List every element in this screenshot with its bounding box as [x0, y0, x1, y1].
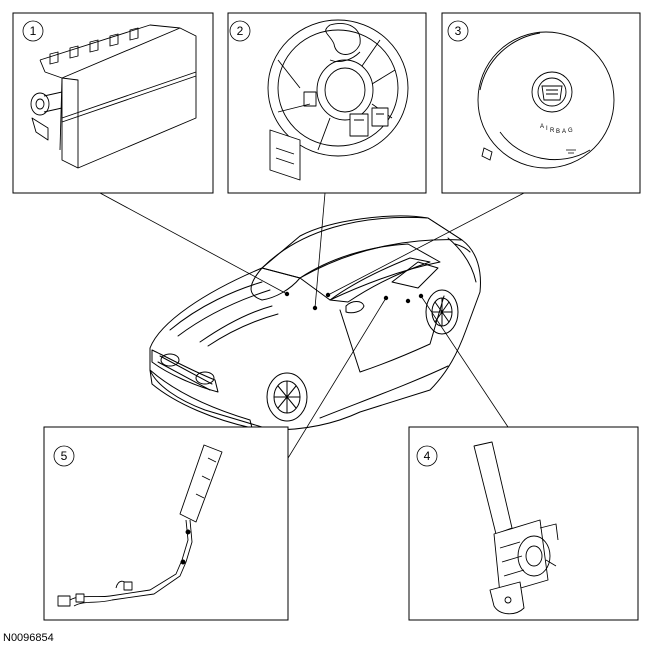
- vehicle-roof: [261, 216, 463, 279]
- vehicle-grille: [151, 349, 219, 393]
- callout-badge-2: [229, 20, 251, 42]
- callout-number-4: 4: [424, 449, 431, 463]
- panel-1: 1: [12, 12, 214, 194]
- callout-number-1: 1: [30, 24, 37, 38]
- svg-text:A: A: [562, 129, 566, 135]
- svg-text:I: I: [546, 126, 548, 132]
- vehicle-windshield: [250, 267, 301, 301]
- panel-2: 2: [227, 12, 427, 194]
- vehicle-body-outline: [149, 215, 481, 431]
- location-dot-3: [325, 292, 331, 298]
- vehicle-rear-wheel: [425, 289, 459, 335]
- svg-text:B: B: [556, 129, 560, 135]
- panel-5: 5: [43, 426, 289, 621]
- location-dot-4: [418, 293, 424, 299]
- vehicle-location-dots: [284, 291, 424, 311]
- callout-badge-1: [22, 20, 44, 42]
- panel-4: 4: [408, 426, 639, 621]
- svg-text:R: R: [550, 128, 555, 134]
- svg-text:G: G: [568, 128, 573, 134]
- side-airbag-module-drawing: [57, 444, 223, 607]
- callout-number-3: 3: [455, 24, 462, 38]
- callout-badge-3: [447, 20, 469, 42]
- vehicle-hood-stripes: [169, 281, 279, 347]
- callout-badge-4: [416, 445, 438, 467]
- location-dot-2: [312, 305, 318, 311]
- callout-number-5: 5: [61, 449, 68, 463]
- location-dot-5: [383, 295, 389, 301]
- location-dot-1: [284, 291, 290, 297]
- vehicle-illustration: [149, 215, 481, 431]
- clockspring-drawing: [267, 19, 409, 181]
- svg-text:A: A: [540, 124, 544, 130]
- driver-airbag-module-drawing: [477, 31, 615, 169]
- passenger-airbag-module-drawing: [30, 24, 197, 169]
- vehicle-side-window: [329, 257, 431, 303]
- leader-line-1: [99, 192, 288, 295]
- seatbelt-retractor-drawing: [473, 441, 559, 615]
- callout-badge-5: [53, 445, 75, 467]
- vehicle-side-mirror: [345, 301, 365, 314]
- leader-line-3: [327, 192, 525, 296]
- leader-line-4: [420, 295, 509, 428]
- leader-line-2: [314, 192, 326, 309]
- callout-number-2: 2: [237, 24, 244, 38]
- figure-id: N0096854: [3, 632, 54, 644]
- vehicle-front-wheel: [266, 372, 308, 422]
